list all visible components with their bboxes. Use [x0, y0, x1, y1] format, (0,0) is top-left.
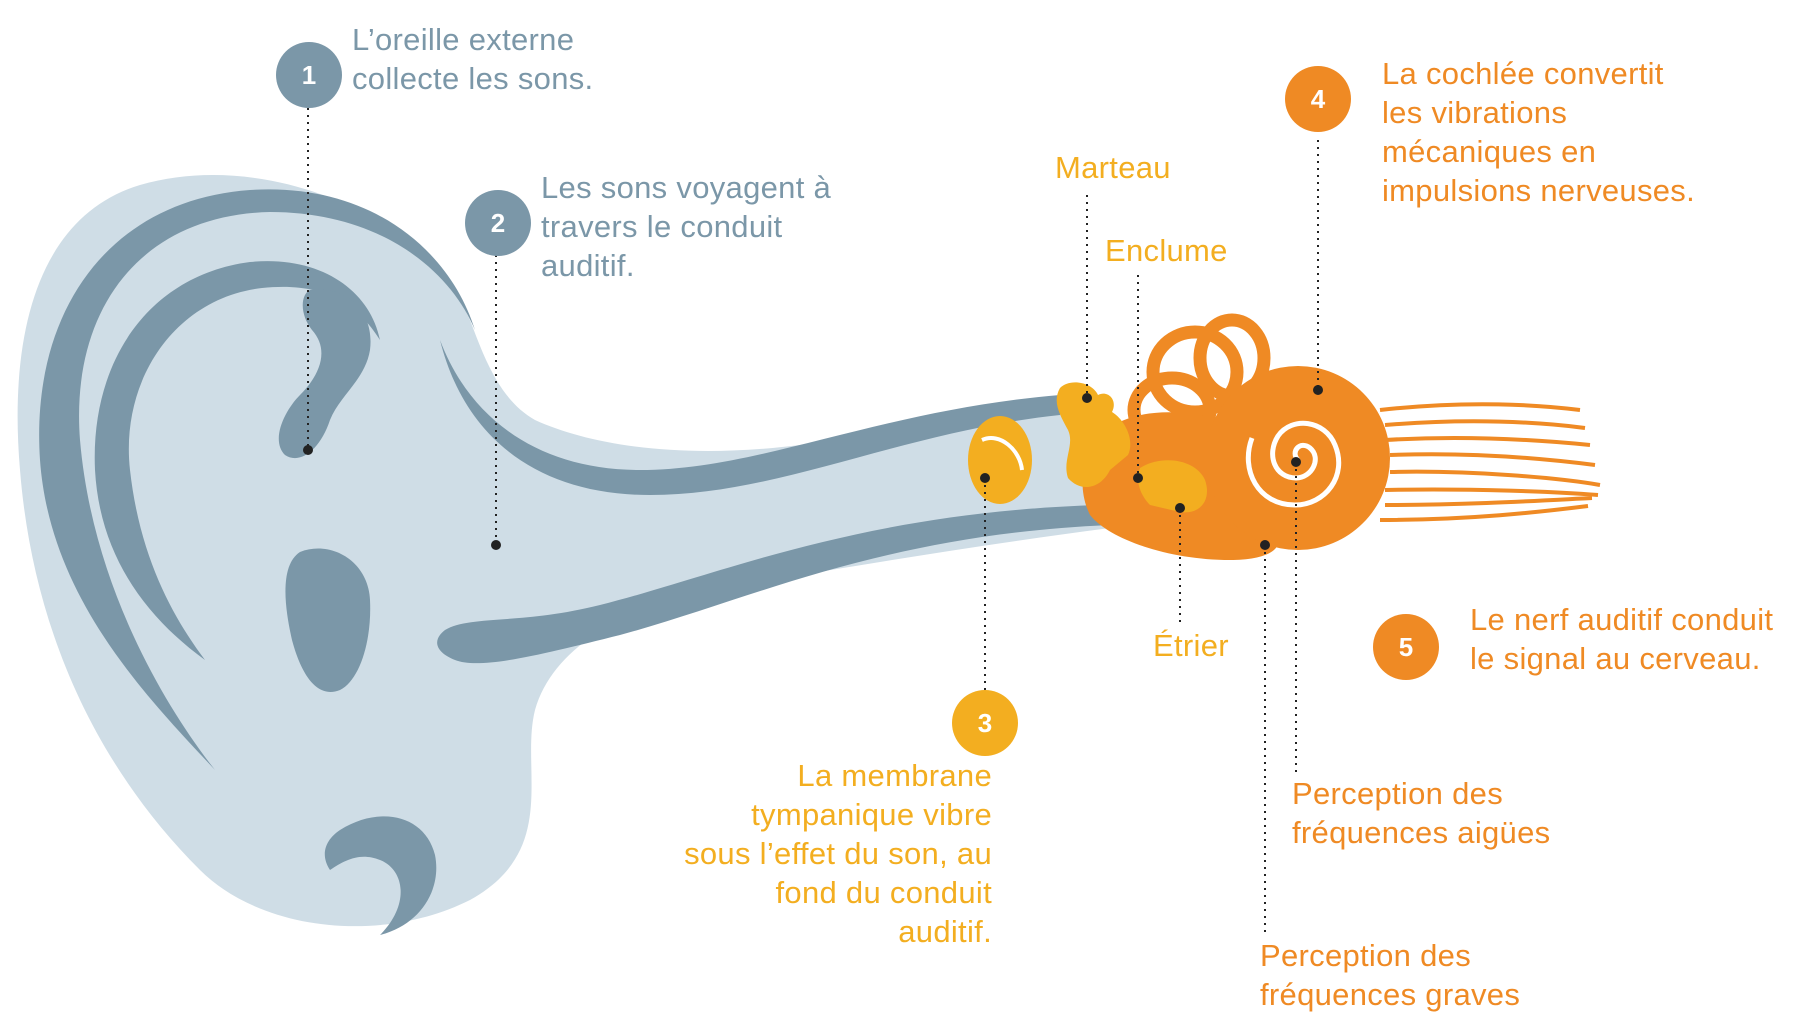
- label-etrier: Étrier: [1153, 626, 1229, 665]
- label-marteau: Marteau: [1055, 148, 1171, 187]
- step-4-text: La cochlée convertit les vibrations méca…: [1382, 54, 1695, 210]
- step-5-badge: 5: [1373, 614, 1439, 680]
- label-graves: Perception des fréquences graves: [1260, 936, 1520, 1014]
- step-3-badge: 3: [952, 690, 1018, 756]
- label-enclume: Enclume: [1105, 231, 1228, 270]
- auditory-nerve: [1380, 404, 1600, 520]
- eardrum: [968, 416, 1032, 504]
- step-2-text: Les sons voyagent à travers le conduit a…: [541, 168, 831, 285]
- label-aigues: Perception des fréquences aigües: [1292, 774, 1550, 852]
- step-1-badge: 1: [276, 42, 342, 108]
- step-5-text: Le nerf auditif conduit le signal au cer…: [1470, 600, 1773, 678]
- step-1-text: L’oreille externe collecte les sons.: [352, 20, 593, 98]
- step-4-badge: 4: [1285, 66, 1351, 132]
- step-3-text: La membrane tympanique vibre sous l’effe…: [600, 756, 992, 951]
- step-2-badge: 2: [465, 190, 531, 256]
